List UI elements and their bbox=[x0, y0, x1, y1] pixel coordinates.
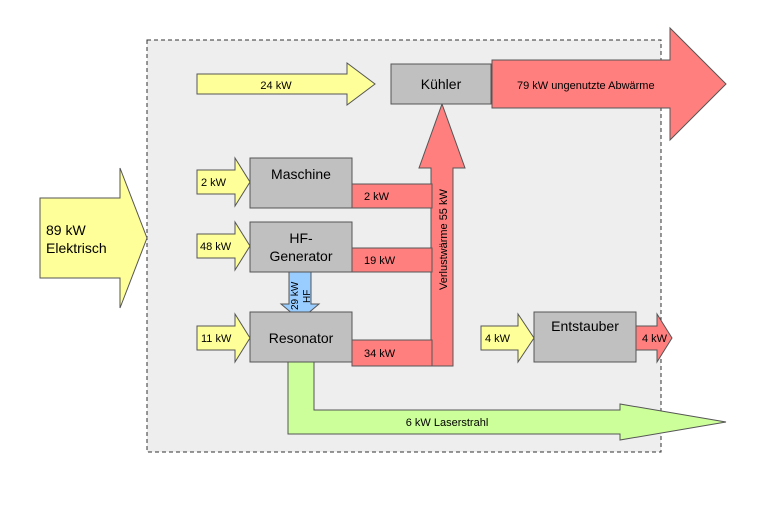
kuehler-box-label: Kühler bbox=[421, 76, 462, 92]
entstauber-output-arrow bbox=[635, 312, 673, 364]
resonator-box-label: Resonator bbox=[269, 330, 334, 346]
laser-label: 6 kW Laserstrahl bbox=[406, 417, 489, 429]
resonator-input-arrow bbox=[196, 312, 251, 364]
hf-flow-label: HF bbox=[302, 290, 313, 303]
hf-input-value: 48 kW bbox=[200, 241, 232, 253]
kuehler-input-value: 24 kW bbox=[260, 80, 292, 92]
hf-loss-value: 19 kW bbox=[364, 255, 396, 267]
abwaerme-label: 79 kW ungenutzte Abwärme bbox=[517, 80, 655, 92]
hf-box-label-line1: HF- bbox=[289, 230, 313, 246]
verlustwaerme-label: Verlustwärme 55 kW bbox=[438, 189, 450, 290]
entstauber-box bbox=[533, 311, 637, 363]
hf-flow-value: 29 kW bbox=[290, 281, 301, 310]
maschine-loss-bar bbox=[351, 183, 433, 209]
kuehler-input-arrow bbox=[196, 62, 376, 106]
maschine-loss-value: 2 kW bbox=[364, 191, 390, 203]
maschine-box bbox=[249, 157, 353, 209]
verlustwaerme-arrow bbox=[418, 102, 466, 367]
electrical-input-arrow bbox=[39, 167, 148, 309]
electrical-input-label: Elektrisch bbox=[46, 240, 107, 256]
entstauber-input-arrow bbox=[480, 312, 535, 364]
entstauber-output-value: 4 kW bbox=[642, 333, 668, 345]
maschine-input-value: 2 kW bbox=[201, 177, 227, 189]
resonator-box bbox=[249, 311, 353, 363]
hf-box-label-line2: Generator bbox=[269, 248, 332, 264]
hf-input-arrow bbox=[196, 220, 251, 272]
hf-loss-bar bbox=[351, 247, 433, 273]
entstauber-input-value: 4 kW bbox=[485, 333, 511, 345]
entstauber-box-label: Entstauber bbox=[551, 318, 619, 334]
laser-arrow bbox=[287, 361, 727, 441]
maschine-input-arrow bbox=[196, 156, 251, 208]
resonator-input-value: 11 kW bbox=[201, 333, 232, 345]
resonator-loss-value: 34 kW bbox=[364, 348, 396, 360]
maschine-box-label: Maschine bbox=[271, 166, 331, 182]
resonator-loss-bar bbox=[351, 339, 433, 367]
kuehler-box bbox=[390, 63, 492, 105]
abwaerme-arrow bbox=[491, 26, 727, 142]
electrical-input-value: 89 kW bbox=[46, 222, 86, 238]
